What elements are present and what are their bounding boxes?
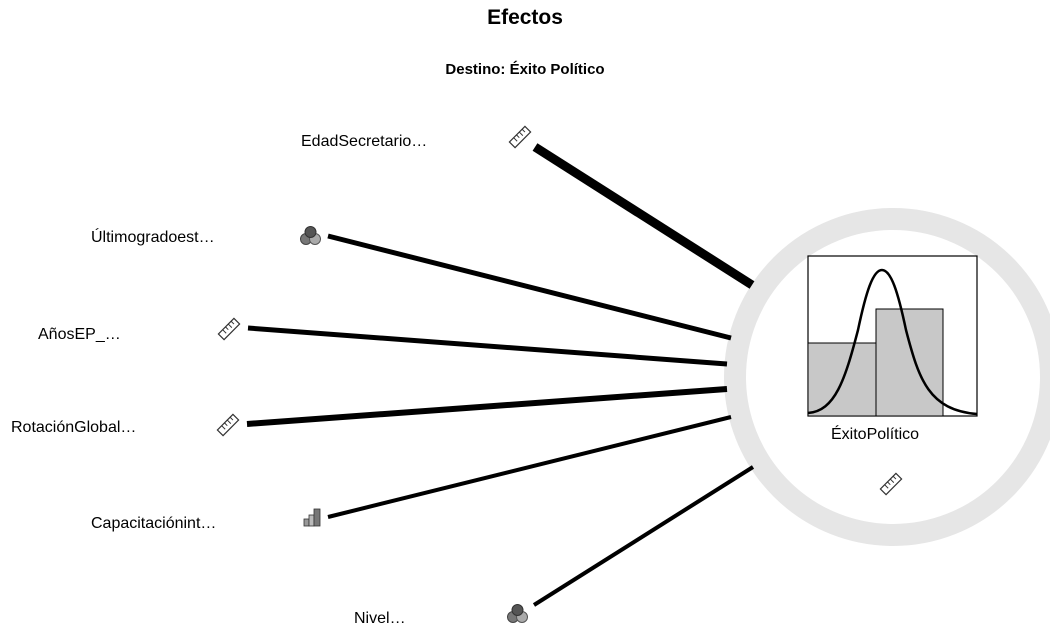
effect-line-anosep [247, 325, 728, 367]
ruler-icon [216, 413, 240, 437]
effect-line-rotacionglobal [246, 386, 728, 427]
predictor-label-capacitacionint: Capacitaciónint… [91, 515, 217, 532]
predictor-label-rotacionglobal: RotaciónGlobal… [11, 419, 137, 436]
predictor-label-nivel: Nivel… [354, 610, 406, 627]
target-histogram [807, 255, 978, 417]
predictor-label-ultimogradoest: Últimogradoest… [91, 229, 215, 246]
chart-title: Efectos [487, 6, 563, 29]
sets-icon [507, 604, 528, 623]
predictor-label-anosep: AñosEP_… [38, 326, 121, 343]
ruler-icon [508, 125, 532, 149]
target-label: ÉxitoPolítico [831, 426, 920, 443]
chart-subtitle: Destino: Éxito Político [445, 61, 605, 78]
ruler-icon [217, 317, 241, 341]
sets-icon [300, 226, 321, 245]
effect-line-nivel [532, 465, 755, 607]
effect-line-capacitacionint [327, 415, 732, 519]
effect-lines [246, 143, 755, 607]
effect-line-ultimogradoest [327, 233, 732, 341]
normal-curve [807, 268, 978, 416]
bar-chart-icon [303, 508, 321, 527]
histogram-bar [875, 308, 944, 417]
predictor-label-edadsecretario: EdadSecretario… [301, 133, 428, 150]
effect-line-edadsecretario [532, 143, 755, 289]
